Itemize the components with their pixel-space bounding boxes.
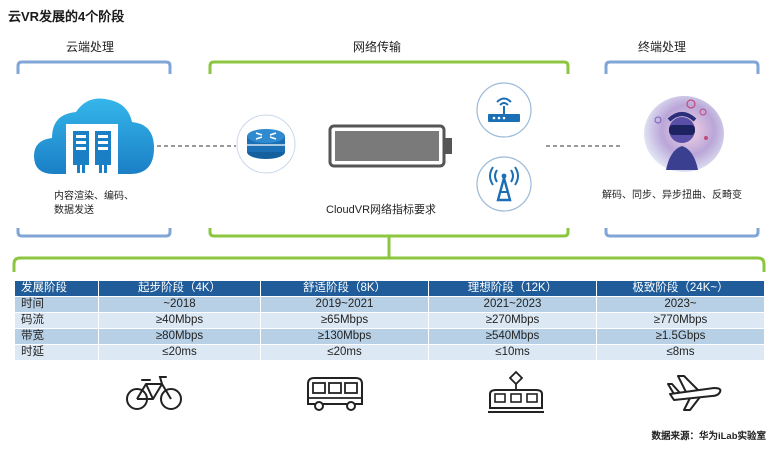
table-cell: ≥770Mbps: [596, 312, 765, 329]
data-source-note: 数据来源：华为iLab实验室: [651, 431, 766, 442]
table-cell: ≥270Mbps: [428, 312, 597, 329]
table-cell: 2023~: [596, 296, 765, 313]
network-frame-bottom: [208, 228, 570, 238]
bus-icon: [307, 377, 363, 411]
table-cell: ~2018: [98, 296, 261, 313]
terminal-frame-top: [604, 60, 760, 74]
table-cell: 2019~2021: [260, 296, 429, 313]
table-cell: ≤20ms: [98, 344, 261, 361]
network-frame-top: [208, 60, 570, 74]
table-header-cell: 发展阶段: [14, 280, 99, 297]
cloud-desc-line2: 数据发送: [54, 205, 94, 216]
table-cell: ≤8ms: [596, 344, 765, 361]
table-header-row: 发展阶段 起步阶段（4K） 舒适阶段（8K） 理想阶段（12K） 极致阶段（24…: [14, 280, 765, 297]
wifi-router-icon: [476, 82, 532, 138]
table-header-cell: 理想阶段（12K）: [428, 280, 597, 297]
vr-stage-table: 发展阶段 起步阶段（4K） 舒适阶段（8K） 理想阶段（12K） 极致阶段（24…: [14, 280, 765, 361]
cloud-frame-bottom: [16, 228, 172, 238]
table-header-cell: 起步阶段（4K）: [98, 280, 261, 297]
table-row: 带宽 ≥80Mbps ≥130Mbps ≥540Mbps ≥1.5Gbps: [14, 328, 765, 345]
airplane-icon: [667, 375, 722, 411]
table-cell: ≥80Mbps: [98, 328, 261, 345]
vr-user-icon: [644, 96, 724, 172]
table-bracket: [12, 256, 766, 272]
table-row: 码流 ≥40Mbps ≥65Mbps ≥270Mbps ≥770Mbps: [14, 312, 765, 329]
table-row: 时延 ≤20ms ≤20ms ≤10ms ≤8ms: [14, 344, 765, 361]
table-cell: ≥130Mbps: [260, 328, 429, 345]
network-section-label: 网络传输: [353, 40, 402, 54]
router-icon: [236, 114, 296, 174]
table-cell: ≤20ms: [260, 344, 429, 361]
server-cloud-icon: [34, 98, 154, 176]
table-header-cell: 极致阶段（24K~）: [596, 280, 765, 297]
table-cell: 带宽: [14, 328, 99, 345]
table-header-cell: 舒适阶段（8K）: [260, 280, 429, 297]
bicycle-icon: [126, 376, 182, 410]
table-cell: 时延: [14, 344, 99, 361]
page-title: 云VR发展的4个阶段: [8, 9, 125, 24]
network-description: CloudVR网络指标要求: [326, 204, 437, 216]
cloud-desc-line1: 内容渲染、编码、: [54, 191, 134, 202]
table-cell: ≥40Mbps: [98, 312, 261, 329]
table-cell: ≤10ms: [428, 344, 597, 361]
table-cell: 2021~2023: [428, 296, 597, 313]
cloud-frame-top: [16, 60, 172, 74]
table-cell: ≥540Mbps: [428, 328, 597, 345]
train-icon: [488, 370, 544, 413]
table-cell: ≥65Mbps: [260, 312, 429, 329]
terminal-frame-bottom: [604, 228, 760, 238]
table-row: 时间 ~2018 2019~2021 2021~2023 2023~: [14, 296, 765, 313]
table-cell: 码流: [14, 312, 99, 329]
table-cell: 时间: [14, 296, 99, 313]
terminal-description: 解码、同步、异步扭曲、反畸变: [602, 190, 742, 201]
table-cell: ≥1.5Gbps: [596, 328, 765, 345]
cloud-section-label: 云端处理: [66, 40, 115, 54]
cloud-description: 内容渲染、编码、 数据发送: [54, 190, 134, 218]
terminal-section-label: 终端处理: [638, 40, 687, 54]
battery-icon: [328, 124, 452, 168]
antenna-tower-icon: [476, 156, 532, 212]
